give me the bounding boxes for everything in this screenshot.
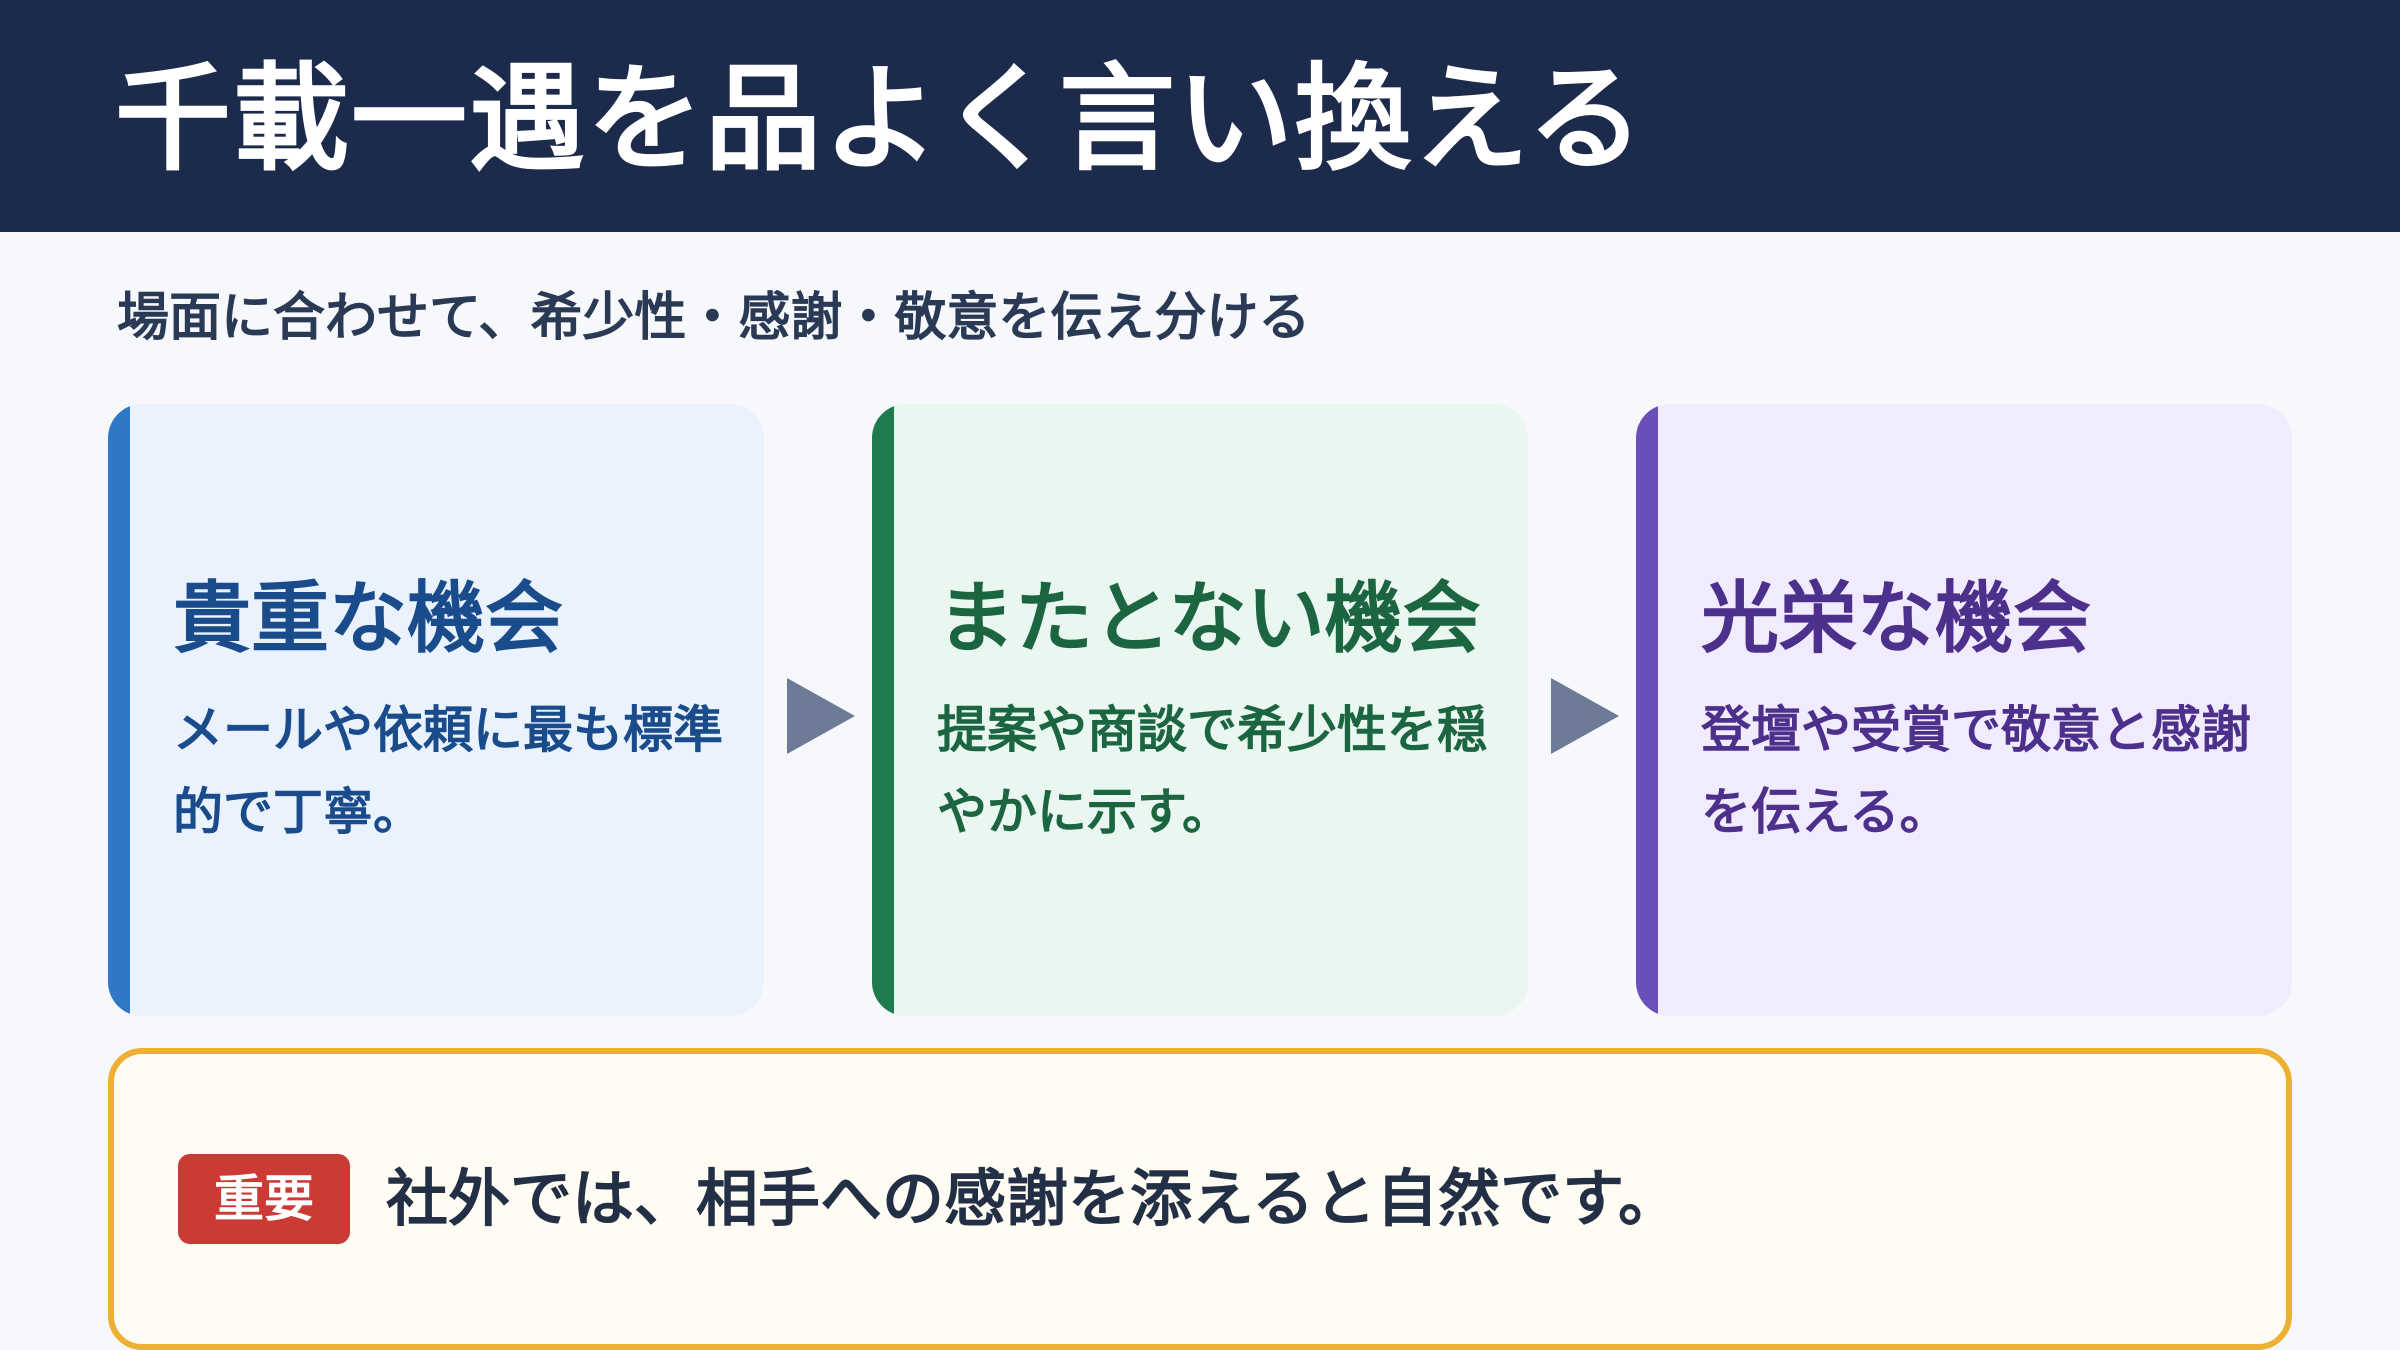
page-title: 千載一遇を品よく言い換える: [115, 52, 1646, 187]
card-matatonai-kikai: またとない機会 提案や商談で希少性を穏やかに示す。: [872, 404, 1528, 1016]
page-subtitle: 場面に合わせて、希少性・感謝・敬意を伝え分ける: [117, 288, 1311, 348]
card-description: 登壇や受賞で敬意と感謝を伝える。: [1701, 701, 2251, 841]
card-accent-bar: [872, 404, 894, 1016]
card-kouei-na-kikai: 光栄な機会 登壇や受賞で敬意と感謝を伝える。: [1636, 404, 2292, 1016]
important-badge: 重要: [178, 1154, 350, 1244]
card-accent-bar: [1636, 404, 1658, 1016]
card-description: メールや依頼に最も標準的で丁寧。: [173, 701, 723, 841]
card-title: 貴重な機会: [173, 574, 564, 664]
card-description: 提案や商談で希少性を穏やかに示す。: [937, 701, 1487, 841]
important-note-box: 重要 社外では、相手への感謝を添えると自然です。: [108, 1048, 2292, 1350]
card-title: 光栄な機会: [1701, 574, 2092, 664]
triangle-right-icon: [1551, 678, 1619, 754]
header-bar: 千載一遇を品よく言い換える: [0, 0, 2400, 232]
card-title: またとない機会: [937, 574, 1481, 664]
important-note-text: 社外では、相手への感謝を添えると自然です。: [386, 1162, 1680, 1235]
card-kichou-na-kikai: 貴重な機会 メールや依頼に最も標準的で丁寧。: [108, 404, 764, 1016]
triangle-right-icon: [787, 678, 855, 754]
card-accent-bar: [108, 404, 130, 1016]
